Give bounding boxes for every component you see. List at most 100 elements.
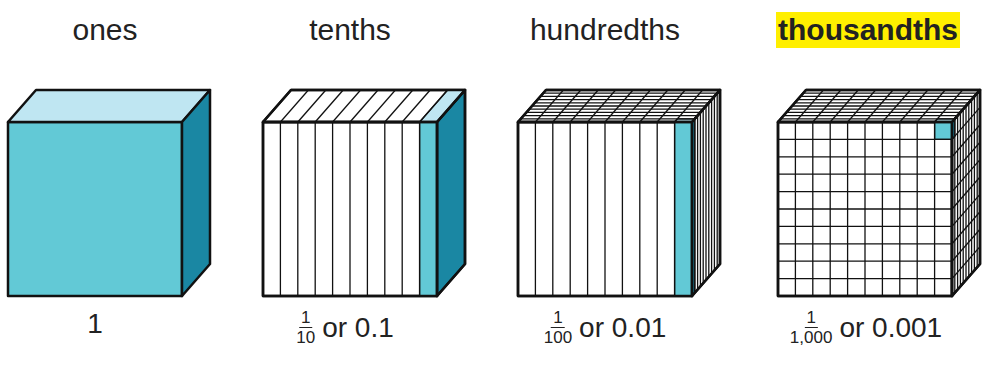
- grid-line: [798, 99, 972, 100]
- grid-line: [882, 90, 910, 122]
- grid-line: [717, 93, 718, 267]
- value-group: 11,000or 0.001: [790, 308, 942, 347]
- numerator: 1: [299, 308, 312, 328]
- cube-outline: [437, 90, 465, 296]
- column-heading: tenths: [309, 12, 391, 48]
- grid-line: [604, 122, 605, 296]
- grid-line: [280, 90, 308, 122]
- grid-line: [657, 90, 685, 122]
- denominator: 100: [544, 328, 572, 347]
- highlight-cell: [935, 122, 952, 139]
- fraction: 110: [296, 308, 315, 347]
- grid-line: [778, 208, 952, 209]
- cube-side: [437, 90, 465, 296]
- highlight-strip: [420, 122, 437, 296]
- grid-line: [952, 212, 980, 244]
- cube-front: [263, 122, 437, 296]
- cube-outline: [778, 90, 980, 122]
- grid-line: [367, 90, 395, 122]
- grid-line: [882, 122, 883, 296]
- grid-line: [587, 122, 588, 296]
- grid-line: [952, 194, 980, 226]
- grid-line: [538, 99, 712, 100]
- highlight-strip: [675, 122, 692, 296]
- grid-line: [974, 96, 975, 270]
- cube-side: [692, 90, 720, 296]
- value-group: 1100or 0.01: [544, 308, 667, 347]
- grid-line: [532, 105, 706, 106]
- grid-line: [384, 122, 385, 296]
- column-heading: hundredths: [530, 12, 680, 48]
- grid-line: [795, 102, 969, 103]
- grid-line: [315, 122, 316, 296]
- grid-line: [657, 122, 658, 296]
- grid-line: [700, 112, 701, 286]
- fraction: 1100: [544, 308, 572, 347]
- grid-line: [332, 122, 333, 296]
- grid-line: [778, 278, 952, 279]
- grid-line: [349, 122, 350, 296]
- grid-line: [800, 96, 974, 97]
- grid-line: [674, 122, 675, 296]
- grid-line: [315, 90, 343, 122]
- grid-line: [419, 122, 420, 296]
- grid-line: [708, 103, 709, 277]
- cube-side: [182, 90, 210, 296]
- grid-line: [367, 122, 368, 296]
- grid-line: [703, 109, 704, 283]
- cube-top: [778, 90, 980, 122]
- cube-front: [778, 122, 952, 296]
- grid-line: [385, 90, 413, 122]
- grid-line: [803, 93, 977, 94]
- grid-line: [917, 122, 918, 296]
- cube-side: [952, 90, 980, 296]
- grid-line: [778, 226, 952, 227]
- grid-line: [792, 105, 966, 106]
- grid-line: [697, 116, 698, 290]
- cube-front: [518, 122, 692, 296]
- grid-line: [420, 90, 448, 122]
- grid-line: [552, 122, 553, 296]
- grid-line: [968, 103, 969, 277]
- grid-line: [705, 106, 706, 280]
- grid-line: [952, 247, 980, 279]
- cube-top: [518, 90, 720, 122]
- grid-line: [540, 96, 714, 97]
- grid-line: [935, 90, 963, 122]
- cube-outline: [263, 90, 465, 122]
- grid-line: [675, 90, 703, 122]
- fraction: 11,000: [790, 308, 833, 347]
- grid-line: [622, 90, 650, 122]
- grid-line: [280, 122, 281, 296]
- grid-line: [543, 93, 717, 94]
- grid-line: [639, 122, 640, 296]
- column-heading: ones: [72, 12, 137, 48]
- denominator: 1,000: [790, 328, 833, 347]
- decimal-value: or 0.001: [839, 312, 942, 344]
- decimal-value: or 0.01: [579, 312, 666, 344]
- numerator: 1: [804, 308, 817, 328]
- grid-line: [640, 90, 668, 122]
- grid-line: [952, 229, 980, 261]
- grid-line: [297, 122, 298, 296]
- cube-outline: [518, 122, 692, 296]
- cube-outline: [692, 90, 720, 296]
- cube-outline: [952, 90, 980, 296]
- cube-top: [8, 90, 210, 122]
- grid-line: [535, 122, 536, 296]
- grid-line: [778, 243, 952, 244]
- grid-line: [694, 119, 695, 293]
- grid-line: [971, 100, 972, 274]
- grid-line: [402, 122, 403, 296]
- grid-line: [899, 122, 900, 296]
- cube-outline: [518, 90, 720, 122]
- grid-line: [952, 177, 980, 209]
- grid-line: [333, 90, 361, 122]
- cube-outline: [778, 122, 952, 296]
- grid-line: [778, 261, 952, 262]
- numerator: 1: [551, 308, 564, 328]
- denominator: 10: [296, 328, 315, 347]
- grid-line: [934, 122, 935, 296]
- grid-line: [917, 90, 945, 122]
